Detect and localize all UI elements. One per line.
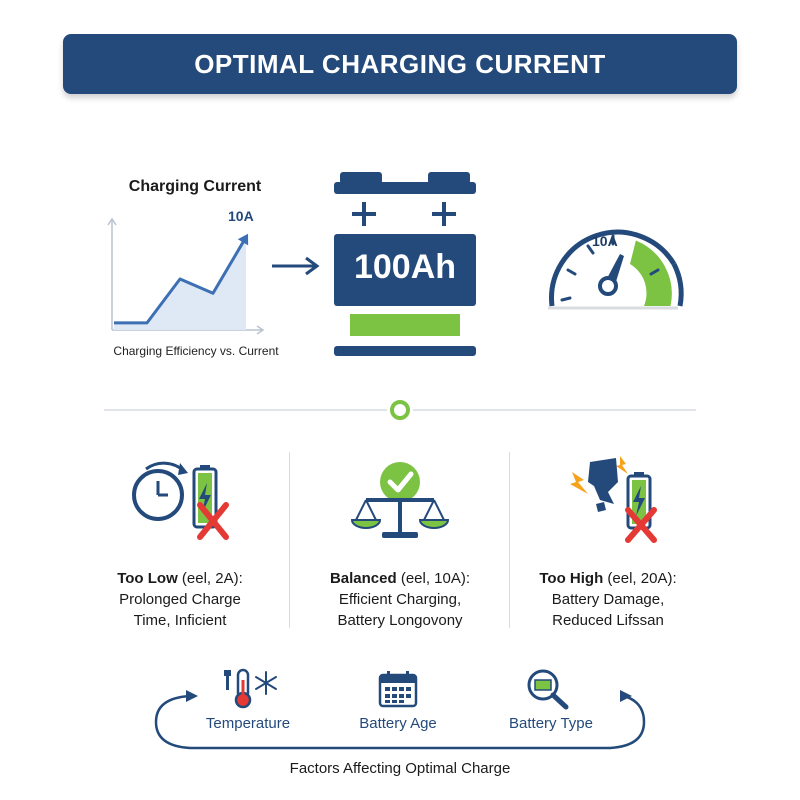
card-line: Time, Inficient [133, 612, 227, 629]
chart-series-arrowhead [237, 233, 249, 246]
right-arrow-icon [272, 256, 320, 276]
card-title: Too Low [117, 570, 178, 587]
y-axis-arrow [107, 217, 117, 226]
plus-icon [432, 202, 456, 226]
battery-icon [334, 172, 476, 356]
slow-charge-icon [132, 461, 229, 540]
factors-caption: Factors Affecting Optimal Charge [289, 760, 511, 777]
battery-capacity-label: 100Ah [353, 248, 457, 286]
card-line: Reduced Lifssan [552, 612, 664, 629]
damaged-battery-icon [570, 456, 657, 543]
page-title: OPTIMAL CHARGING CURRENT [194, 48, 606, 79]
chart-area-fill [114, 237, 246, 330]
x-axis-arrow [256, 325, 265, 335]
factors-bracket [154, 690, 646, 750]
chart-peak-label: 10A [228, 208, 254, 224]
card-detail: (eel, 10A): [396, 570, 471, 587]
card-line: Efficient Charging, [338, 591, 462, 608]
magnifier-battery-icon [527, 669, 569, 710]
red-x-icon [625, 507, 657, 543]
factor-battery-age: Battery Age [359, 715, 437, 732]
check-circle-icon [380, 462, 420, 502]
gauge-icon [548, 229, 684, 310]
lightning-icon [616, 456, 628, 474]
plus-icon [352, 202, 376, 226]
chart-caption: Charging Efficiency vs. Current [113, 344, 279, 358]
gauge-hub [598, 276, 618, 296]
chart-series-line [114, 236, 248, 325]
card-too-low: Too Low (eel, 2A): Prolonged Charge Time… [80, 568, 280, 631]
gauge-label: 10A [592, 233, 618, 249]
efficiency-line-chart [107, 217, 265, 335]
card-line: Battery Damage, [551, 591, 665, 608]
section-divider [104, 400, 696, 420]
column-separator [509, 452, 510, 628]
calendar-icon [378, 671, 418, 708]
factor-temperature: Temperature [205, 715, 291, 732]
thermometer-snowflake-icon [224, 668, 277, 709]
card-detail: (eel, 20A): [603, 570, 677, 587]
card-line: Battery Longovony [337, 612, 463, 629]
card-title: Too High [539, 570, 604, 587]
card-title: Balanced [329, 570, 397, 587]
balance-scale-icon [350, 462, 450, 538]
card-detail: (eel, 2A): [177, 570, 243, 587]
battery-charge-bar [350, 314, 460, 336]
card-balanced: Balanced (eel, 10A): Efficient Charging,… [300, 568, 500, 631]
red-x-icon [197, 502, 229, 540]
card-too-high: Too High (eel, 20A): Battery Damage, Red… [508, 568, 708, 631]
chart-title: Charging Current [128, 178, 262, 195]
lightning-icon [570, 472, 588, 494]
clock-icon [132, 461, 188, 521]
column-separator [289, 452, 290, 628]
factor-battery-type: Battery Type [509, 715, 593, 732]
title-banner: OPTIMAL CHARGING CURRENT [63, 34, 737, 94]
card-line: Prolonged Charge [119, 591, 241, 608]
